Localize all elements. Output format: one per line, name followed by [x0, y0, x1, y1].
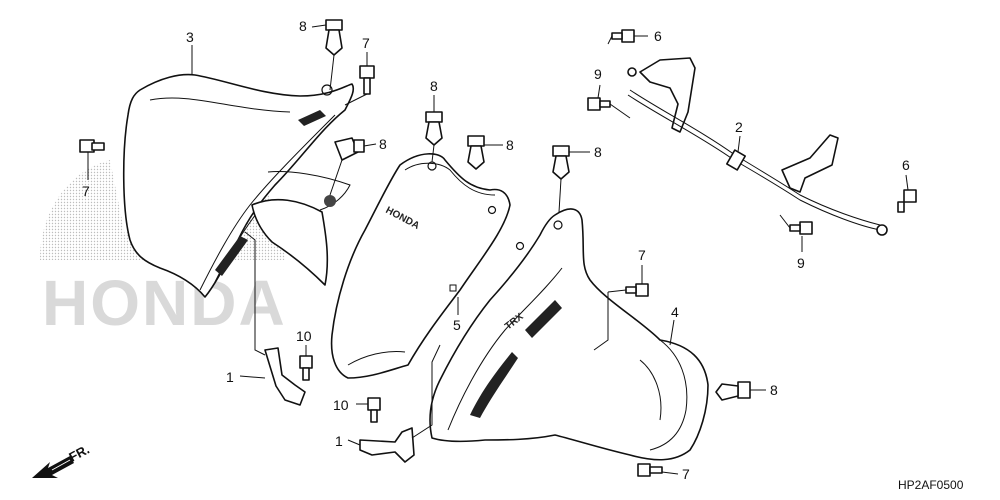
- callout-part-7: 7: [638, 247, 646, 263]
- front-direction-arrow: FR.: [32, 442, 92, 478]
- bolt-icon: [625, 283, 649, 297]
- stay-bar-part-2: [627, 57, 888, 236]
- callout-part-10: 10: [333, 397, 349, 413]
- callout-part-8: 8: [299, 18, 307, 34]
- windscreen-part-3: [122, 73, 355, 298]
- clip-icon: [467, 135, 485, 170]
- clip-icon: [425, 111, 443, 146]
- callout-part-7: 7: [682, 466, 690, 482]
- callout-part-6: 6: [654, 28, 662, 44]
- callout-part-10: 10: [296, 328, 312, 344]
- clip-icon: [552, 145, 570, 180]
- clip-icon: [715, 381, 751, 401]
- callout-part-8: 8: [430, 78, 438, 94]
- bolt-icon: [897, 189, 917, 213]
- callout-part-7: 7: [82, 183, 90, 199]
- callout-part-6: 6: [902, 157, 910, 173]
- callout-part-4: 4: [671, 304, 679, 320]
- leader-lines: [87, 24, 909, 475]
- bolt-icon: [587, 97, 611, 111]
- front-fender-part-4: TRX: [429, 208, 709, 461]
- callout-part-5: 5: [453, 317, 461, 333]
- callout-part-3: 3: [186, 29, 194, 45]
- watermark-text: HONDA: [42, 267, 287, 339]
- callout-part-9: 9: [797, 255, 805, 271]
- bolt-icon: [359, 65, 375, 95]
- bolt-icon: [789, 221, 813, 235]
- callout-part-1: 1: [335, 433, 343, 449]
- bolt-icon: [637, 463, 663, 477]
- callout-part-9: 9: [594, 66, 602, 82]
- callout-labels: 3 8 7 7 8 8 8 8 6 9 2 6 9 7 5 4 10 1 10 …: [82, 18, 910, 482]
- callout-part-1: 1: [226, 369, 234, 385]
- callout-part-8: 8: [594, 144, 602, 160]
- diagram-code: HP2AF0500: [898, 478, 964, 492]
- bracket-part-1-upper: [264, 347, 306, 406]
- callout-part-8: 8: [506, 137, 514, 153]
- callout-part-7: 7: [362, 35, 370, 51]
- clip-icon: [325, 19, 343, 56]
- clip-icon: [334, 137, 365, 161]
- fastener-icons: [79, 19, 917, 477]
- bolt-icon: [299, 355, 313, 381]
- callout-part-8: 8: [379, 136, 387, 152]
- bolt-icon: [79, 139, 105, 153]
- bolt-icon: [367, 397, 381, 423]
- bracket-part-1-lower: [359, 427, 415, 463]
- callout-part-8: 8: [770, 382, 778, 398]
- callout-part-2: 2: [735, 119, 743, 135]
- bolt-icon: [611, 29, 635, 43]
